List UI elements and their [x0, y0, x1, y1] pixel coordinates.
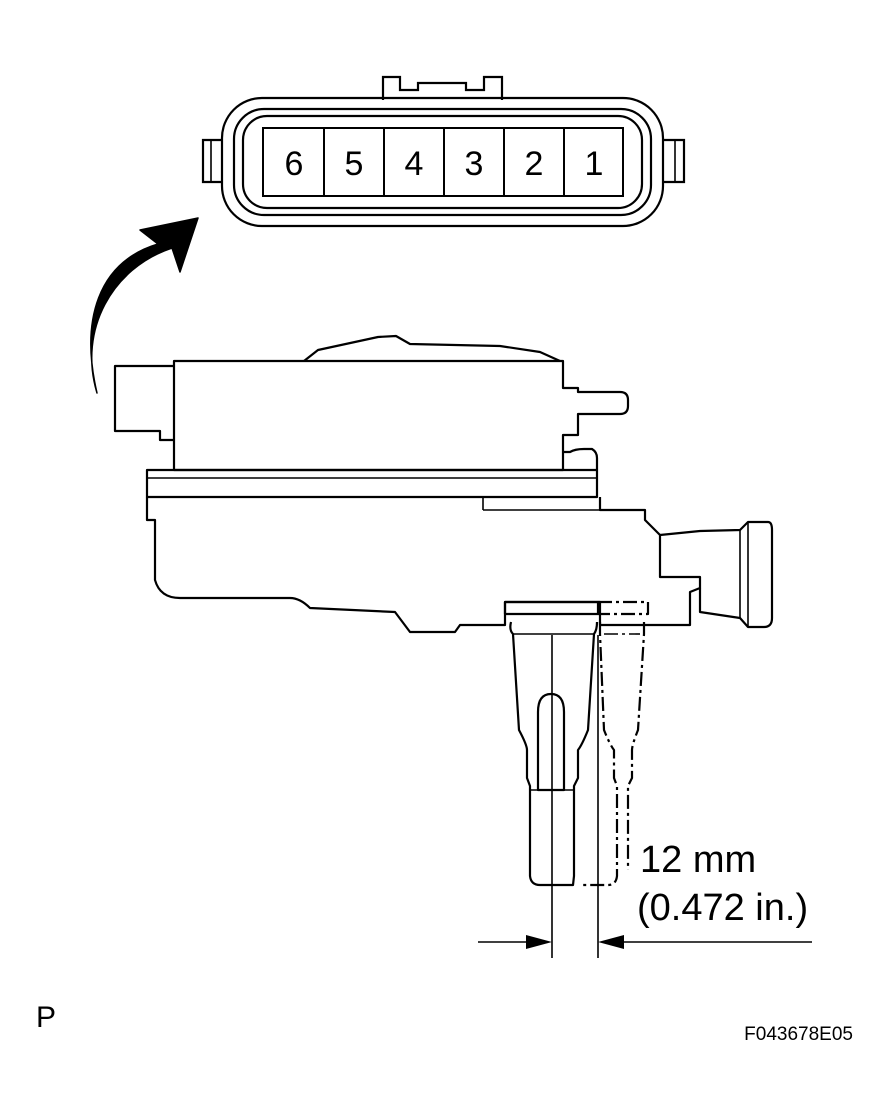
probe-stem-right	[580, 622, 619, 887]
pin-label: 1	[585, 145, 604, 183]
dimension-annotation	[478, 635, 812, 958]
pin-label: 5	[345, 145, 364, 183]
view-marker: P	[36, 1001, 56, 1034]
sensor-upper-housing	[172, 359, 630, 472]
sensor-flange-plate	[145, 468, 599, 499]
connector-top-tab	[381, 75, 504, 100]
sensor-right-nozzle	[659, 520, 774, 629]
sensor-connector-stub	[113, 364, 174, 442]
probe-dashed	[580, 600, 650, 887]
sensor-body	[113, 334, 774, 634]
arrowhead-left-icon	[598, 935, 624, 949]
figure-id: F043678E05	[744, 1024, 853, 1045]
sensor-lower-housing	[145, 497, 702, 634]
probe-slot	[536, 692, 566, 792]
pin-label: 2	[525, 145, 544, 183]
arrowhead-right-icon	[526, 935, 552, 949]
dimension-value-in: (0.472 in.)	[637, 887, 808, 929]
connector-left-latch	[201, 138, 222, 184]
connector-inner-housing	[232, 107, 653, 217]
pin-label: 6	[285, 145, 304, 183]
curved-arrow-icon	[90, 217, 199, 394]
pin-labels: 6 5 4 3 2 1	[285, 145, 604, 183]
connector-face	[201, 75, 686, 228]
connector-inner-housing-2	[241, 114, 644, 210]
sensor-cover-dome	[303, 334, 561, 363]
dimension-value-mm: 12 mm	[640, 839, 756, 881]
sensor-small-cap	[563, 447, 599, 470]
pin-label: 4	[405, 145, 424, 183]
connector-right-latch	[663, 138, 686, 184]
probe-stem-left	[509, 621, 599, 887]
pin-label: 3	[465, 145, 484, 183]
connector-outer-housing	[220, 96, 665, 228]
